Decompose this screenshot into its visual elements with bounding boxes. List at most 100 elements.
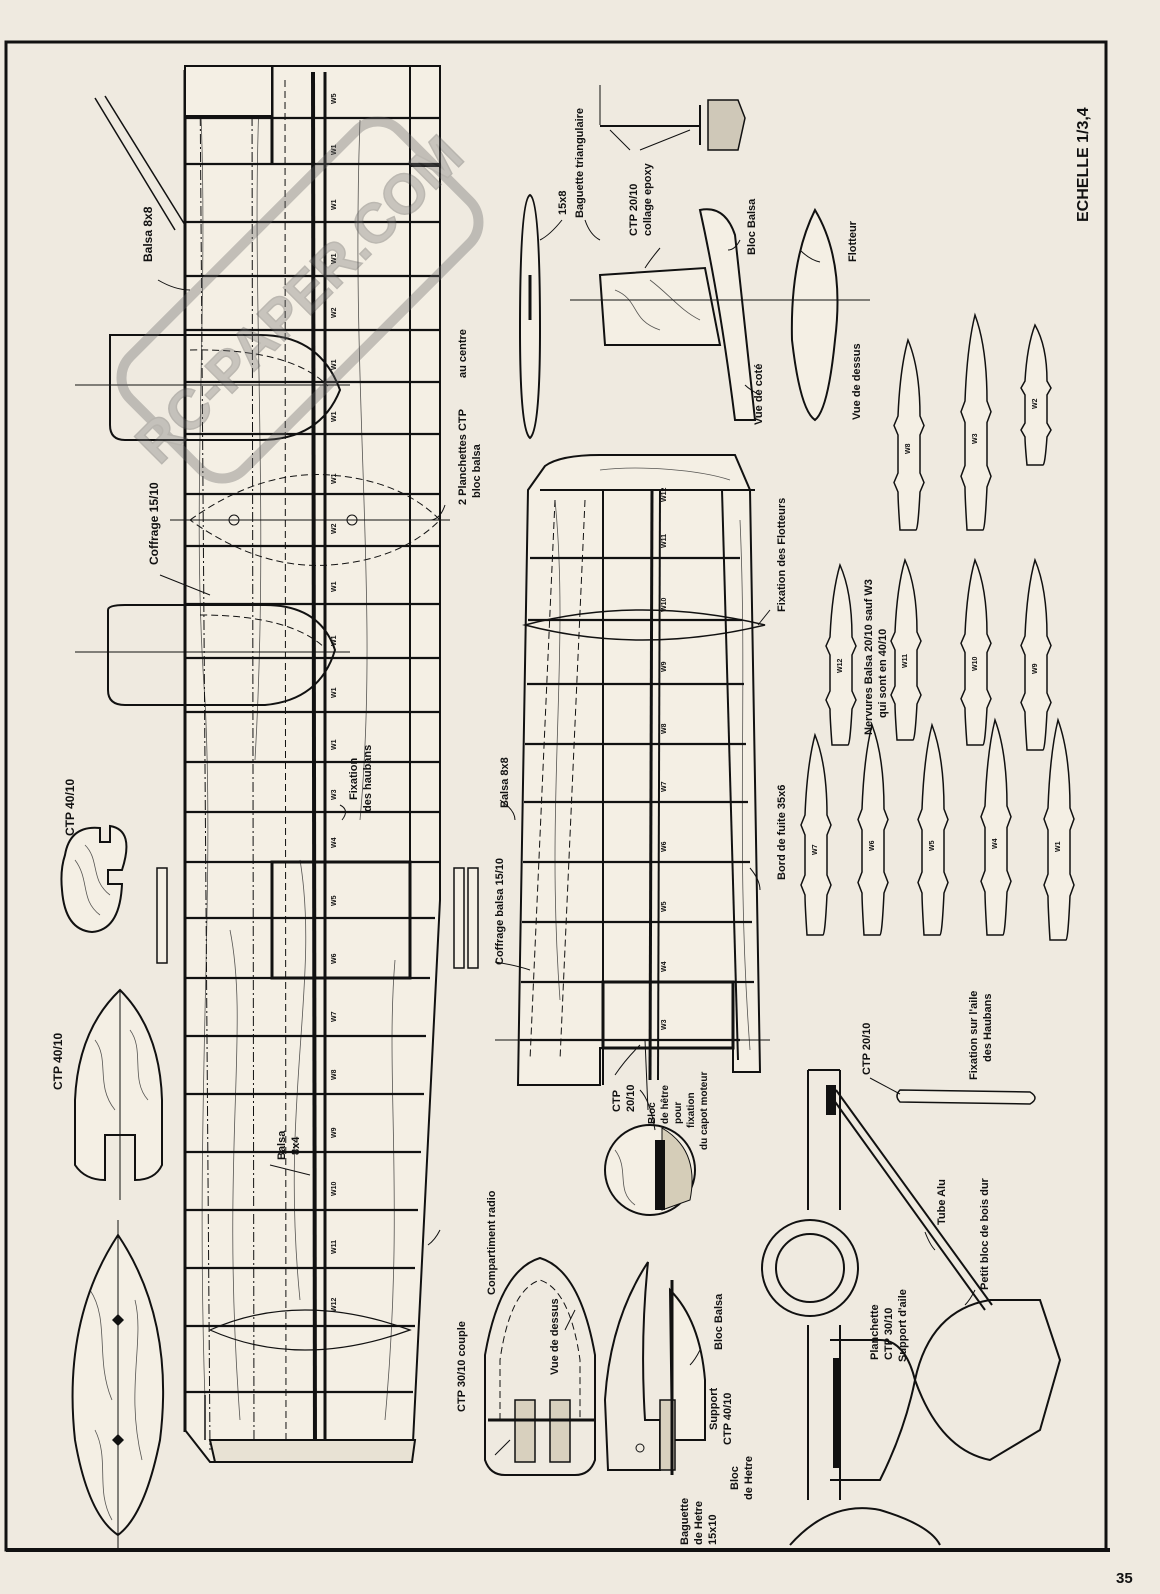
left-rib-label: W8 bbox=[331, 1069, 338, 1080]
rib-part bbox=[960, 557, 992, 746]
rib-part-label: W11 bbox=[902, 654, 909, 668]
label-balsa-8x4-1: Balsa bbox=[276, 1130, 288, 1160]
right-rib-label: W8 bbox=[661, 723, 668, 734]
right-rib-label: W4 bbox=[661, 961, 668, 972]
rib-part bbox=[800, 732, 832, 936]
rib-part bbox=[980, 717, 1012, 936]
plan-labels: Balsa 8x8 2 Planchettes CTP au centre bl… bbox=[51, 108, 994, 1545]
label-bloc-capot-1: Bloc bbox=[647, 1102, 658, 1124]
left-wing-rib-labels: W5W1W1W1W2W1W1W1W2W1W1W1W1W3W4W5W6W7W8W9… bbox=[331, 93, 338, 1312]
label-baguette-hetre-2: de Hetre bbox=[693, 1501, 705, 1545]
label-coffrage-15-10: Coffrage 15/10 bbox=[147, 482, 161, 565]
left-rib-label: W1 bbox=[331, 144, 338, 155]
label-bloc-balsa-float: Bloc Balsa bbox=[746, 198, 758, 255]
label-fixation-haubans-1: Fixation bbox=[348, 758, 360, 800]
small-strip-3 bbox=[467, 867, 479, 969]
left-rib-label: W1 bbox=[331, 199, 338, 210]
rib-part bbox=[890, 557, 922, 741]
label-planchettes-2: au centre bbox=[457, 329, 469, 378]
rib-part-label: W4 bbox=[992, 838, 999, 849]
rib-part bbox=[960, 312, 992, 531]
rib-part bbox=[1043, 717, 1075, 941]
left-rib-label: W9 bbox=[331, 1127, 338, 1138]
small-strip-1 bbox=[156, 867, 168, 964]
label-vue-dessus-fuselage: Vue de dessus bbox=[549, 1298, 561, 1375]
label-petit-bloc: Petit bloc de bois dur bbox=[979, 1177, 991, 1290]
label-bloc-balsa-nose: Bloc Balsa bbox=[713, 1293, 725, 1350]
label-ctp-20-10-strut: CTP 20/10 bbox=[861, 1023, 873, 1075]
rib-part-label: W5 bbox=[929, 840, 936, 851]
label-flotteur: Flotteur bbox=[847, 220, 859, 262]
small-strip-2 bbox=[453, 867, 465, 969]
label-planchette-3: Support d'aile bbox=[897, 1289, 909, 1362]
left-rib-label: W1 bbox=[331, 359, 338, 370]
label-ctp-30-10-couple: CTP 30/10 couple bbox=[456, 1321, 468, 1412]
left-rib-label: W1 bbox=[331, 739, 338, 750]
left-rib-label: W1 bbox=[331, 411, 338, 422]
label-fixation-aile-2: des Haubans bbox=[982, 994, 994, 1062]
ctp-former-lens bbox=[71, 1220, 165, 1550]
label-fixation-flotteurs: Fixation des Flotteurs bbox=[776, 498, 788, 612]
left-rib-label: W6 bbox=[331, 953, 338, 964]
ctp-former-pointed bbox=[74, 988, 163, 1200]
nose-side-view bbox=[603, 1261, 706, 1475]
rib-part-label: W2 bbox=[1032, 398, 1039, 409]
right-wing-panel bbox=[495, 454, 770, 1111]
label-fixation-aile-1: Fixation sur l'aile bbox=[968, 991, 980, 1080]
right-rib-label: W3 bbox=[661, 1019, 668, 1030]
left-rib-label: W3 bbox=[331, 789, 338, 800]
float-outlines-left bbox=[75, 95, 450, 1351]
label-balsa-8x8-wing: Balsa 8x8 bbox=[499, 757, 511, 808]
left-rib-label: W5 bbox=[331, 93, 338, 104]
label-support-ctp-1: Support bbox=[708, 1388, 720, 1430]
label-tube-alu: Tube Alu bbox=[936, 1179, 948, 1225]
left-rib-label: W1 bbox=[331, 473, 338, 484]
label-planchettes-1: 2 Planchettes CTP bbox=[457, 409, 469, 505]
right-rib-label: W5 bbox=[661, 901, 668, 912]
rib-part-label: W9 bbox=[1032, 663, 1039, 674]
label-planchette-2: CTP 30/10 bbox=[883, 1308, 895, 1360]
label-15x8: 15x8 bbox=[557, 191, 569, 215]
left-rib-label: W2 bbox=[331, 307, 338, 318]
left-rib-label: W4 bbox=[331, 837, 338, 848]
left-rib-label: W12 bbox=[331, 1298, 338, 1313]
strut-detail bbox=[761, 1069, 1062, 1546]
rib-part bbox=[917, 722, 949, 936]
rib-part-label: W1 bbox=[1055, 841, 1062, 852]
left-wing-panel bbox=[183, 65, 441, 1463]
right-rib-label: W11 bbox=[661, 534, 668, 548]
right-rib-label: W12 bbox=[661, 488, 668, 503]
label-bloc-capot-2: de hêtre bbox=[660, 1085, 671, 1124]
rib-part bbox=[1020, 557, 1052, 751]
right-rib-label: W9 bbox=[661, 661, 668, 672]
rib-part bbox=[857, 722, 889, 936]
ctp-bulkhead-round bbox=[60, 824, 128, 934]
left-rib-label: W11 bbox=[331, 1240, 338, 1254]
left-rib-label: W5 bbox=[331, 895, 338, 906]
label-balsa-8x4-2: 8x4 bbox=[290, 1136, 302, 1155]
label-ctp-20-10-2: 20/10 bbox=[625, 1084, 637, 1112]
label-ctp-20-10-colle-1: CTP 20/10 bbox=[628, 184, 640, 236]
label-nervures-1: Nervures Balsa 20/10 sauf W3 bbox=[863, 579, 875, 735]
leader-lines bbox=[157, 219, 976, 1456]
left-rib-label: W1 bbox=[331, 687, 338, 698]
rib-part bbox=[825, 562, 857, 746]
label-support-ctp-2: CTP 40/10 bbox=[722, 1393, 734, 1445]
label-bloc-capot-5: du capot moteur bbox=[699, 1072, 710, 1150]
left-rib-label: W1 bbox=[331, 635, 338, 646]
label-planchette-1: Planchette bbox=[869, 1304, 881, 1360]
label-ctp-20-10-colle-2: collage epoxy bbox=[642, 162, 654, 236]
float-strut-detail bbox=[518, 85, 870, 440]
right-rib-label: W6 bbox=[661, 841, 668, 852]
left-rib-label: W1 bbox=[331, 581, 338, 592]
right-rib-label: W7 bbox=[661, 781, 668, 792]
label-ctp-40-10-b: CTP 40/10 bbox=[51, 1033, 65, 1090]
label-coffrage-balsa: Coffrage balsa 15/10 bbox=[494, 858, 506, 965]
capot-detail-circle bbox=[604, 1124, 696, 1216]
label-bord-de-fuite: Bord de fuite 35x6 bbox=[776, 785, 788, 880]
left-rib-label: W2 bbox=[331, 523, 338, 534]
rib-part-label: W8 bbox=[905, 443, 912, 454]
label-baguette-hetre-3: 15x10 bbox=[707, 1514, 719, 1545]
